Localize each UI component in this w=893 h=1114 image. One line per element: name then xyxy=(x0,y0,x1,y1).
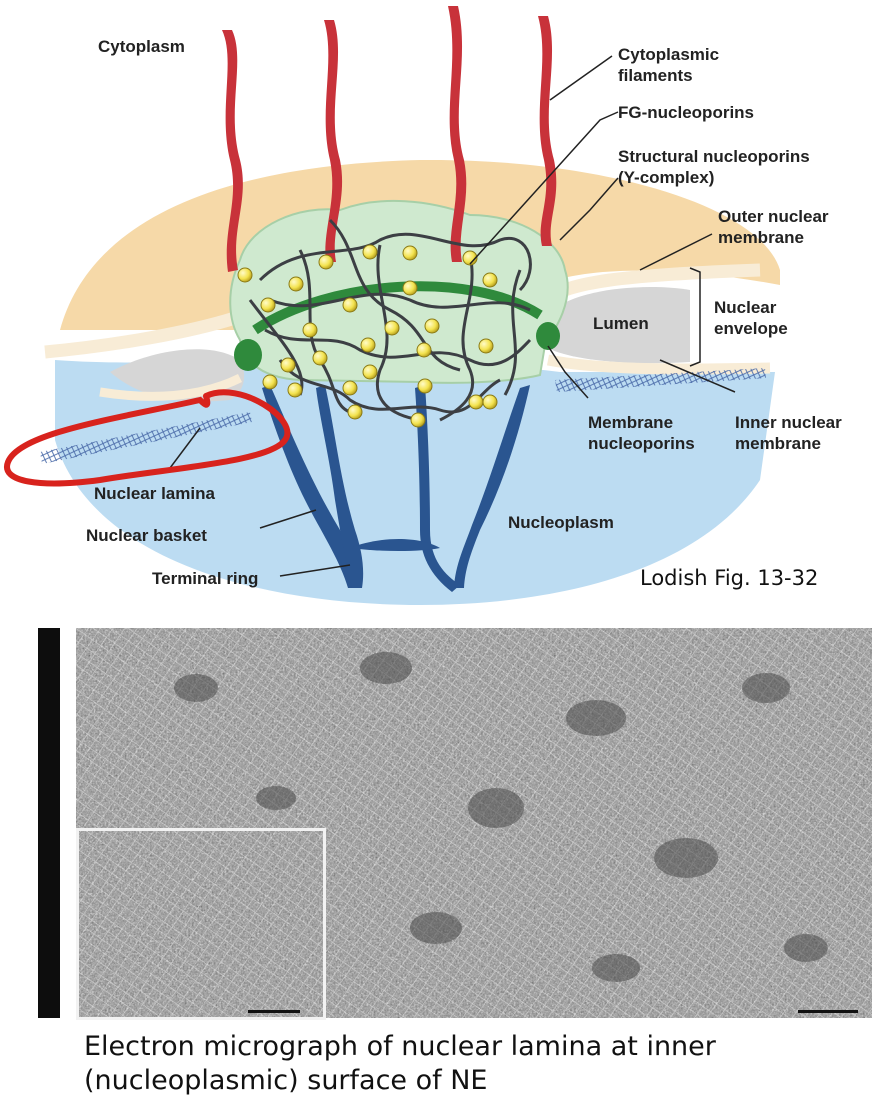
lumen-right xyxy=(545,287,690,364)
label-membrane-nucleoporins: Membrane nucleoporins xyxy=(588,413,695,453)
scale-bar xyxy=(798,1010,858,1013)
membrane-nucleoporin-left xyxy=(234,339,262,371)
red-annotation-loop xyxy=(4,389,291,487)
label-terminal-ring: Terminal ring xyxy=(152,569,259,588)
fg-beads xyxy=(237,244,498,428)
electron-micrograph-panel xyxy=(38,628,872,1020)
micrograph-inset xyxy=(76,828,326,1020)
label-outer-nuclear-membrane: Outer nuclear membrane xyxy=(718,207,829,247)
nuclear-lamina-right xyxy=(555,368,766,392)
label-nuclear-basket: Nuclear basket xyxy=(86,526,207,545)
membrane-nucleoporin-right xyxy=(536,322,560,350)
label-nuclear-lamina: Nuclear lamina xyxy=(94,484,215,503)
inset-scale-bar xyxy=(248,1010,300,1013)
label-cytoplasm: Cytoplasm xyxy=(98,37,185,56)
label-cytoplasmic-filaments: Cytoplasmic filaments xyxy=(618,45,720,85)
figure-credit: Lodish Fig. 13-32 xyxy=(640,566,819,590)
nuclear-pore-diagram xyxy=(4,6,780,605)
inner-nuclear-membrane xyxy=(546,354,771,375)
leader-lines xyxy=(169,55,736,577)
micrograph-caption: Electron micrograph of nuclear lamina at… xyxy=(84,1030,874,1098)
electron-micrograph xyxy=(76,628,872,1018)
label-nuclear-envelope: Nuclear envelope xyxy=(714,298,788,338)
caption-line-1: Electron micrograph of nuclear lamina at… xyxy=(84,1031,716,1062)
label-inner-nuclear-membrane: Inner nuclear membrane xyxy=(735,413,842,453)
label-lumen: Lumen xyxy=(593,314,649,333)
membrane-ring xyxy=(252,281,543,335)
nuclear-lamina-left xyxy=(40,412,252,464)
label-structural-nucleoporins: Structural nucleoporins (Y-complex) xyxy=(618,147,810,187)
cytoplasmic-filaments xyxy=(222,6,557,272)
caption-line-2: (nucleoplasmic) surface of NE xyxy=(84,1065,488,1096)
black-border-strip xyxy=(38,628,60,1018)
label-fg-nucleoporins: FG-nucleoporins xyxy=(618,103,754,122)
label-nucleoplasm: Nucleoplasm xyxy=(508,513,614,532)
